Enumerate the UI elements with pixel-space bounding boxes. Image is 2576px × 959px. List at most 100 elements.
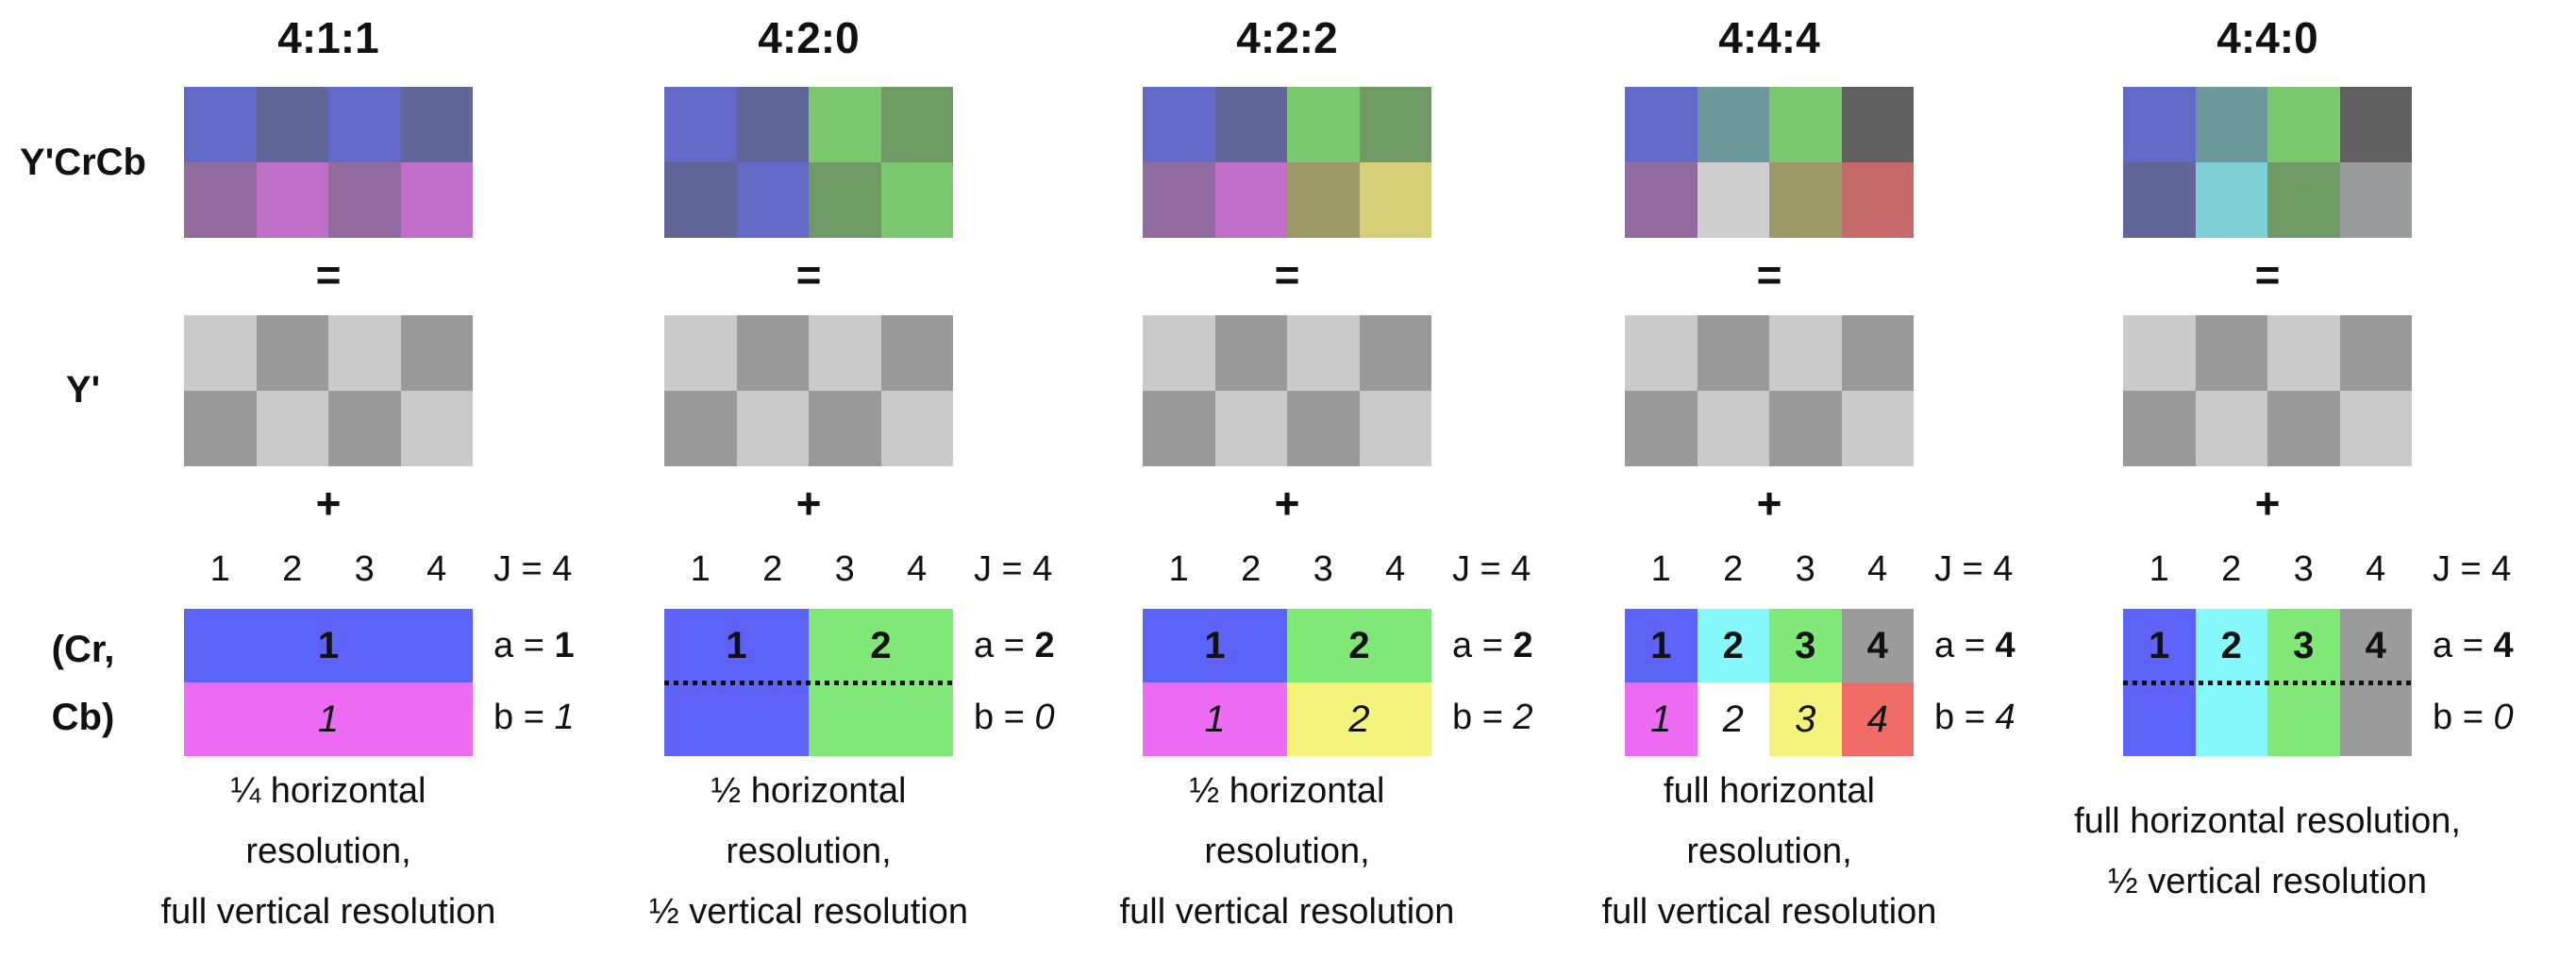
luma-pixel-cell	[256, 391, 328, 466]
luma-pixel-cell	[256, 315, 328, 391]
luma-pixel-cell	[1214, 315, 1287, 391]
resolution-caption: full horizontal resolution,½ vertical re…	[2010, 751, 2525, 951]
luma-pixel-cell	[809, 315, 881, 391]
resolution-caption-line: full horizontal	[1664, 771, 1875, 811]
chroma-sample-number: 1	[1204, 698, 1226, 740]
luma-pixel-cell	[1625, 391, 1698, 466]
chroma-sample-number: 2	[1348, 698, 1370, 740]
ycrcb-pixel-cell	[1697, 162, 1769, 238]
b-factor-prefix: b =	[1452, 698, 1514, 737]
pixel-index-label: 1	[1168, 549, 1189, 589]
a-factor-label: a = 1	[493, 624, 575, 667]
column-title: 4:4:4	[1718, 13, 1820, 62]
luma-pixel-cell	[1359, 315, 1431, 391]
luma-pixel-cell	[184, 315, 257, 391]
b-factor-prefix: b =	[1934, 698, 1996, 737]
chroma-sample-number: 2	[2220, 624, 2242, 666]
equals-operator: =	[795, 250, 822, 299]
luma-pixel-grid	[1625, 315, 1914, 466]
b-factor-prefix: b =	[493, 698, 555, 737]
pixel-index-label: 2	[2221, 549, 2242, 589]
column-title: 4:2:0	[758, 13, 860, 62]
b-factor-value: 1	[554, 698, 575, 737]
pixel-index-label: 1	[1650, 549, 1671, 589]
luma-pixel-cell	[880, 315, 953, 391]
plus-operator: +	[315, 479, 342, 528]
b-factor-label: b = 2	[1452, 696, 1533, 739]
luma-pixel-cell	[2123, 391, 2196, 466]
luma-pixel-cell	[328, 391, 401, 466]
pixel-index-label: 4	[907, 549, 928, 589]
luma-pixel-cell	[1625, 315, 1698, 391]
chroma-sample-row-bottom: 1	[184, 682, 473, 756]
b-factor-label: b = 1	[493, 696, 575, 739]
pixel-index-label: 2	[1723, 549, 1744, 589]
equals-operator: =	[1756, 250, 1782, 299]
plus-operator: +	[1274, 479, 1300, 528]
luma-pixel-cell	[1143, 315, 1215, 391]
luma-pixel-cell	[1769, 315, 1842, 391]
chroma-sample-segment	[664, 682, 809, 756]
luma-pixel-cell	[664, 391, 737, 466]
luma-pixel-cell	[2339, 315, 2412, 391]
ycrcb-pixel-cell	[2123, 162, 2196, 238]
j-factor-label: J = 4	[2433, 549, 2512, 589]
ycrcb-pixel-cell	[664, 162, 737, 238]
luma-pixel-cell	[184, 391, 257, 466]
vertical-subsampling-dotted-line	[2123, 680, 2412, 685]
chroma-sample-row-bottom	[2123, 682, 2412, 756]
ycrcb-pixel-cell	[809, 162, 881, 238]
ycrcb-pixel-cell	[1214, 162, 1287, 238]
pixel-index-label: 3	[354, 549, 375, 589]
ycrcb-pixel-grid	[664, 87, 953, 238]
luma-pixel-cell	[736, 391, 809, 466]
pixel-index-label: 4	[1867, 549, 1888, 589]
pixel-index-label: 2	[282, 549, 303, 589]
resolution-caption-line: resolution,	[726, 832, 892, 871]
resolution-caption-line: full vertical resolution	[160, 892, 496, 932]
luma-pixel-cell	[2267, 315, 2340, 391]
equals-operator: =	[2254, 250, 2281, 299]
ycrcb-pixel-cell	[184, 162, 257, 238]
resolution-caption-line: ½ horizontal	[711, 771, 907, 811]
a-factor-label: a = 4	[2433, 624, 2514, 667]
a-factor-label: a = 2	[974, 624, 1055, 667]
luma-pixel-cell	[328, 315, 401, 391]
luma-pixel-cell	[736, 315, 809, 391]
chroma-sample-segment: 3	[1769, 609, 1842, 682]
chroma-sample-number: 3	[1795, 624, 1816, 666]
luma-pixel-cell	[809, 391, 881, 466]
luma-pixel-cell	[880, 391, 953, 466]
ycrcb-pixel-cell	[809, 87, 881, 162]
luma-pixel-cell	[400, 315, 473, 391]
ycrcb-pixel-cell	[2339, 87, 2412, 162]
ycrcb-pixel-cell	[2123, 87, 2196, 162]
ycrcb-pixel-cell	[1841, 87, 1914, 162]
a-factor-prefix: a =	[2433, 626, 2494, 665]
chroma-sample-segment: 4	[1841, 682, 1914, 756]
plus-operator: +	[1756, 479, 1782, 528]
ycrcb-pixel-cell	[1769, 87, 1842, 162]
chroma-sample-segment: 1	[664, 609, 809, 682]
chroma-sample-segment: 3	[1769, 682, 1842, 756]
pixel-index-label: 2	[762, 549, 783, 589]
ycrcb-pixel-cell	[1143, 162, 1215, 238]
chroma-sample-segment: 2	[1697, 609, 1769, 682]
ycrcb-pixel-cell	[2195, 162, 2267, 238]
pixel-index-label: 4	[427, 549, 447, 589]
luma-pixel-grid	[664, 315, 953, 466]
chroma-row-label: (Cr, Cb)	[0, 615, 166, 751]
j-factor-label: J = 4	[1452, 549, 1531, 589]
chroma-sample-segment	[2123, 682, 2196, 756]
ycrcb-pixel-grid	[2123, 87, 2412, 238]
b-factor-value: 4	[1995, 698, 2016, 737]
ycrcb-row-label: Y'CrCb	[20, 142, 146, 183]
